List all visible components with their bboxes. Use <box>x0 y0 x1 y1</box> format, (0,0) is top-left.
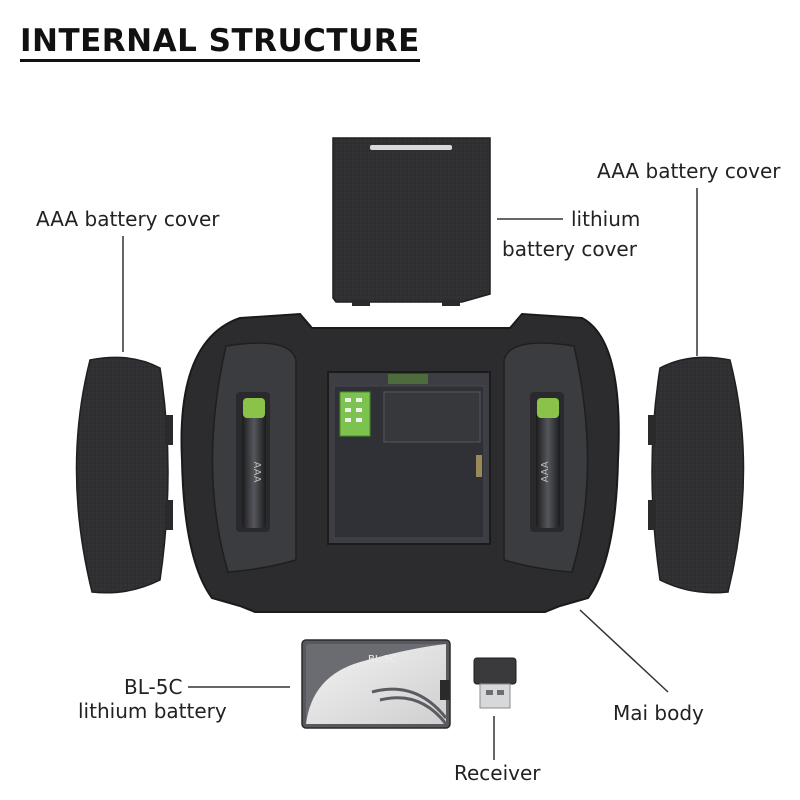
battery-model-print: BL-5C <box>368 654 397 665</box>
cell-print-left: AAA <box>251 461 262 482</box>
aaa-battery-cover-left <box>75 356 173 594</box>
bl5c-battery: BL-5C <box>301 639 451 729</box>
label-receiver: Receiver <box>454 761 541 785</box>
label-aaa-cover-left: AAA battery cover <box>36 207 220 231</box>
cell-print-right: AAA <box>540 461 551 482</box>
usb-receiver <box>473 657 517 709</box>
aaa-cell-left: AAA <box>242 398 266 528</box>
page-title: INTERNAL STRUCTURE <box>20 24 420 62</box>
label-lithium-cover-line2: battery cover <box>502 237 637 261</box>
label-bl5c-line1: BL-5C <box>124 675 183 699</box>
label-bl5c-line2: lithium battery <box>78 699 227 723</box>
leader-lines <box>122 188 698 760</box>
leader-main-body <box>579 609 669 693</box>
pcb-connector <box>339 391 371 437</box>
lithium-battery-cover <box>332 137 491 306</box>
aaa-cell-right: AAA <box>536 398 560 528</box>
aaa-battery-cover-right <box>648 356 745 594</box>
label-main-body: Mai body <box>613 701 704 725</box>
label-lithium-cover-line1: lithium <box>571 207 641 231</box>
label-aaa-cover-right: AAA battery cover <box>597 159 781 183</box>
